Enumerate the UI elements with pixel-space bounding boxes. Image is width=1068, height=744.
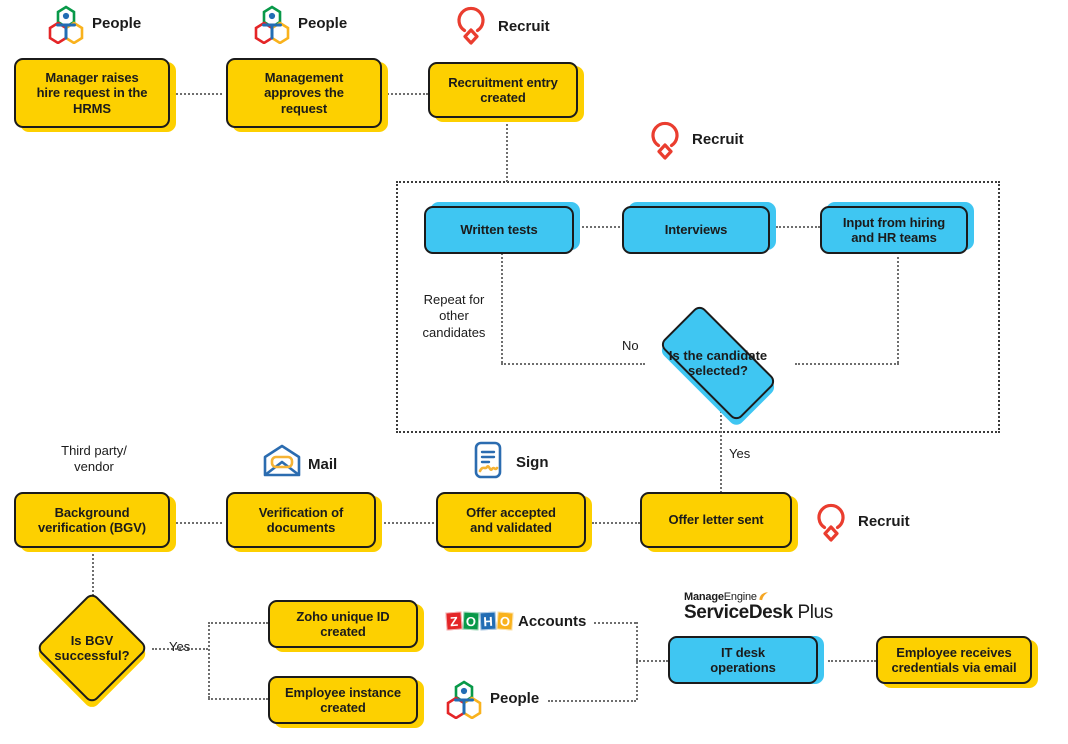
decision-label: Is the candidate selected?	[668, 347, 768, 378]
connector-n8-down	[92, 550, 94, 600]
connector-bgv-split	[208, 622, 210, 698]
node-verification-of-documents[interactable]: Verification of documents	[226, 492, 376, 548]
node-management-approves-request[interactable]: Management approves the request	[226, 58, 382, 128]
decision-is-candidate-selected[interactable]: Is the candidate selected?	[658, 303, 778, 429]
connector-accounts-right	[594, 622, 636, 624]
connector-n4-n5	[578, 226, 624, 228]
recruit-subprocess-container	[396, 181, 1000, 433]
node-offer-accepted-validated[interactable]: Offer accepted and validated	[436, 492, 586, 548]
zoho-people-icon	[252, 4, 292, 49]
manageengine-servicedesk-plus-logo: ManageEngine ServiceDesk Plus	[684, 591, 833, 624]
node-label: Interviews	[664, 222, 728, 238]
node-manager-raises-hire-request[interactable]: Manager raises hire request in the HRMS	[14, 58, 170, 128]
node-zoho-unique-id-created[interactable]: Zoho unique ID created	[268, 600, 418, 648]
zoho-logo-icon: Z O H O	[445, 611, 514, 631]
node-background-verification[interactable]: Background verification (BGV)	[14, 492, 170, 548]
plus-label: Plus	[797, 602, 834, 623]
zoho-letter-z: Z	[445, 611, 463, 631]
edge-label-yes-candidate: Yes	[729, 446, 751, 461]
zoho-recruit-icon	[646, 118, 684, 165]
connector-bgv-yes	[152, 648, 208, 650]
connector-n6-down	[897, 252, 899, 363]
node-label: Zoho unique ID created	[296, 608, 390, 639]
connector-n15-n16	[828, 660, 876, 662]
manageengine-swoosh-icon	[759, 592, 768, 601]
app-label-mail: Mail	[308, 456, 338, 473]
servicedesk-text: ServiceDesk	[684, 602, 793, 623]
servicedesk-plus-wordmark: ServiceDesk Plus	[684, 602, 833, 624]
node-label: Offer accepted and validated	[466, 504, 556, 535]
connector-merge-to-itdesk	[636, 660, 668, 662]
node-label: Offer letter sent	[668, 512, 764, 528]
zoho-letter-h: H	[479, 611, 497, 631]
node-employee-receives-credentials[interactable]: Employee receives credentials via email	[876, 636, 1032, 684]
connector-diamond-yes-down	[720, 404, 722, 497]
node-label: Recruitment entry created	[448, 74, 558, 105]
decision-label: Is BGV successful?	[54, 632, 130, 663]
connector-n2-n3	[384, 93, 428, 95]
zoho-sign-icon	[470, 441, 506, 486]
annotation-third-party-vendor: Third party/ vendor	[61, 443, 127, 475]
connector-n10-n11	[592, 522, 640, 524]
node-label: Written tests	[460, 222, 538, 238]
app-label-recruit-3: Recruit	[858, 513, 910, 530]
connector-diamond-to-right	[795, 363, 899, 365]
node-interviews[interactable]: Interviews	[622, 206, 770, 254]
app-label-recruit-1: Recruit	[498, 18, 550, 35]
node-label: Input from hiring and HR teams	[842, 214, 946, 245]
node-label: Verification of documents	[258, 504, 344, 535]
app-label-people-2: People	[298, 15, 348, 32]
node-label: Employee receives credentials via email	[891, 644, 1017, 675]
app-label-accounts: Accounts	[518, 613, 587, 630]
connector-bgv-to-n14	[208, 698, 268, 700]
manageengine-prefix: Manage	[684, 591, 724, 603]
connector-people-right	[548, 700, 636, 702]
edge-label-yes-bgv: Yes	[169, 639, 191, 654]
connector-n3-down	[506, 120, 508, 182]
connector-no-branch	[501, 363, 645, 365]
zoho-people-icon	[444, 679, 484, 724]
app-label-people-3: People	[490, 690, 540, 707]
node-recruitment-entry-created[interactable]: Recruitment entry created	[428, 62, 578, 118]
node-label: Management approves the request	[264, 70, 344, 116]
node-employee-instance-created[interactable]: Employee instance created	[268, 676, 418, 724]
app-label-sign: Sign	[516, 454, 549, 471]
decision-is-bgv-successful[interactable]: Is BGV successful?	[35, 591, 149, 711]
connector-n8-n9	[172, 522, 222, 524]
connector-bgv-to-n13	[208, 622, 268, 624]
manageengine-wordmark: ManageEngine	[684, 591, 833, 603]
connector-n9-n10	[384, 522, 434, 524]
edge-label-no: No	[622, 338, 639, 353]
node-written-tests[interactable]: Written tests	[424, 206, 574, 254]
app-label-people-1: People	[92, 15, 142, 32]
connector-n5-n6	[776, 226, 820, 228]
zoho-recruit-icon	[452, 3, 490, 50]
node-offer-letter-sent[interactable]: Offer letter sent	[640, 492, 792, 548]
node-it-desk-operations[interactable]: IT desk operations	[668, 636, 818, 684]
node-label: Background verification (BGV)	[38, 504, 146, 535]
app-label-recruit-2: Recruit	[692, 131, 744, 148]
node-label: IT desk operations	[710, 644, 776, 675]
zoho-recruit-icon	[812, 500, 850, 547]
zoho-letter-o2: O	[496, 611, 514, 631]
connector-n1-n2	[172, 93, 222, 95]
node-label: Employee instance created	[284, 684, 402, 715]
manageengine-suffix: Engine	[723, 591, 757, 603]
node-input-from-hiring-hr[interactable]: Input from hiring and HR teams	[820, 206, 968, 254]
zoho-mail-icon	[262, 444, 302, 483]
zoho-people-icon	[46, 4, 86, 49]
connector-n4-down	[501, 250, 503, 363]
annotation-repeat-for-other-candidates: Repeat for other candidates	[422, 292, 486, 340]
node-label: Manager raises hire request in the HRMS	[36, 70, 148, 116]
zoho-letter-o1: O	[462, 611, 480, 631]
